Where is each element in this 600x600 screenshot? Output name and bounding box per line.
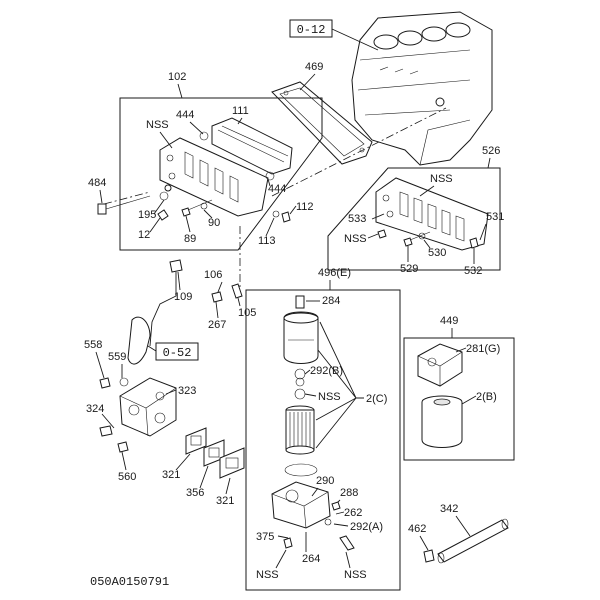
hose-342-drawing — [437, 518, 509, 564]
filter-case-drawing — [283, 311, 319, 364]
label-102: 102 — [168, 71, 186, 83]
label-558: 558 — [84, 339, 102, 351]
label-484: 484 — [88, 177, 106, 189]
label-281g: 281(G) — [466, 343, 500, 355]
bolt-484-drawing — [97, 195, 151, 215]
label-356: 356 — [186, 487, 204, 499]
spin-on-cartridge-drawing — [421, 395, 463, 448]
label-449: 449 — [440, 315, 458, 327]
ref-engine-label[interactable]: 0-12 — [297, 23, 326, 37]
label-112: 112 — [296, 201, 314, 213]
label-262: 262 — [344, 507, 362, 519]
filter-cap-284-drawing — [295, 295, 305, 309]
label-530: 530 — [428, 247, 446, 259]
cooler-group-frame — [119, 97, 323, 251]
clamp-462-drawing — [423, 549, 435, 563]
label-12: 12 — [138, 229, 150, 241]
oil-cooler-body-drawing — [159, 137, 269, 217]
label-469: 469 — [305, 61, 323, 73]
ref-pipe-label[interactable]: 0-52 — [163, 346, 192, 360]
label-nss-5: NSS — [256, 569, 279, 581]
pipe-line-drawing — [149, 272, 177, 347]
filter-bracket-323-drawing — [119, 377, 177, 437]
cooler-526-frame — [327, 167, 501, 271]
label-90: 90 — [208, 217, 220, 229]
label-113: 113 — [258, 235, 276, 247]
label-531: 531 — [486, 211, 504, 223]
label-323: 323 — [178, 385, 196, 397]
label-2c: 2(C) — [366, 393, 387, 405]
oil-cooler-526-drawing — [375, 177, 489, 251]
label-292b: 292(B) — [310, 365, 343, 377]
label-292a: 292(A) — [350, 521, 383, 533]
label-324: 324 — [86, 403, 104, 415]
ref-box-pipe[interactable] — [155, 342, 199, 361]
o-ring-drawing — [284, 463, 318, 477]
fitting-109-drawing — [169, 259, 183, 273]
label-nss-3: NSS — [344, 233, 367, 245]
nut-267-drawing — [211, 291, 223, 303]
label-264: 264 — [302, 553, 320, 565]
drawing-code: 050A0150791 — [90, 575, 169, 589]
label-529: 529 — [400, 263, 418, 275]
label-106: 106 — [204, 269, 222, 281]
filter-element-drawing — [285, 405, 315, 455]
label-nss-4: NSS — [318, 391, 341, 403]
engine-block-drawing — [351, 11, 493, 166]
label-89: 89 — [184, 233, 196, 245]
label-533: 533 — [348, 213, 366, 225]
filter-449-frame — [403, 337, 515, 461]
label-195: 195 — [138, 209, 156, 221]
label-288: 288 — [340, 487, 358, 499]
filter-head-449-drawing — [417, 343, 463, 387]
label-2b: 2(B) — [476, 391, 497, 403]
bolt-105-drawing — [231, 283, 243, 299]
cooler-element-111-drawing — [211, 117, 293, 175]
ref-box-engine[interactable] — [289, 19, 333, 38]
label-444-b: 444 — [268, 183, 286, 195]
filter-head-drawing — [271, 481, 331, 529]
label-532: 532 — [464, 265, 482, 277]
gaskets-321-356-drawing — [185, 427, 245, 479]
label-nss-1: NSS — [146, 119, 169, 131]
filter-group-frame — [245, 289, 401, 591]
label-342: 342 — [440, 503, 458, 515]
label-526: 526 — [482, 145, 500, 157]
label-462: 462 — [408, 523, 426, 535]
label-321-b: 321 — [216, 495, 234, 507]
label-321-a: 321 — [162, 469, 180, 481]
label-284: 284 — [322, 295, 340, 307]
label-290: 290 — [316, 475, 334, 487]
label-111: 111 — [232, 105, 249, 117]
label-444-a: 444 — [176, 109, 194, 121]
label-105: 105 — [238, 307, 256, 319]
pipe-0-52-drawing — [127, 316, 151, 365]
label-496e: 496(E) — [318, 267, 351, 279]
label-nss-2: NSS — [430, 173, 453, 185]
label-nss-6: NSS — [344, 569, 367, 581]
label-560: 560 — [118, 471, 136, 483]
label-109: 109 — [174, 291, 192, 303]
label-375: 375 — [256, 531, 274, 543]
label-267: 267 — [208, 319, 226, 331]
label-559: 559 — [108, 351, 126, 363]
